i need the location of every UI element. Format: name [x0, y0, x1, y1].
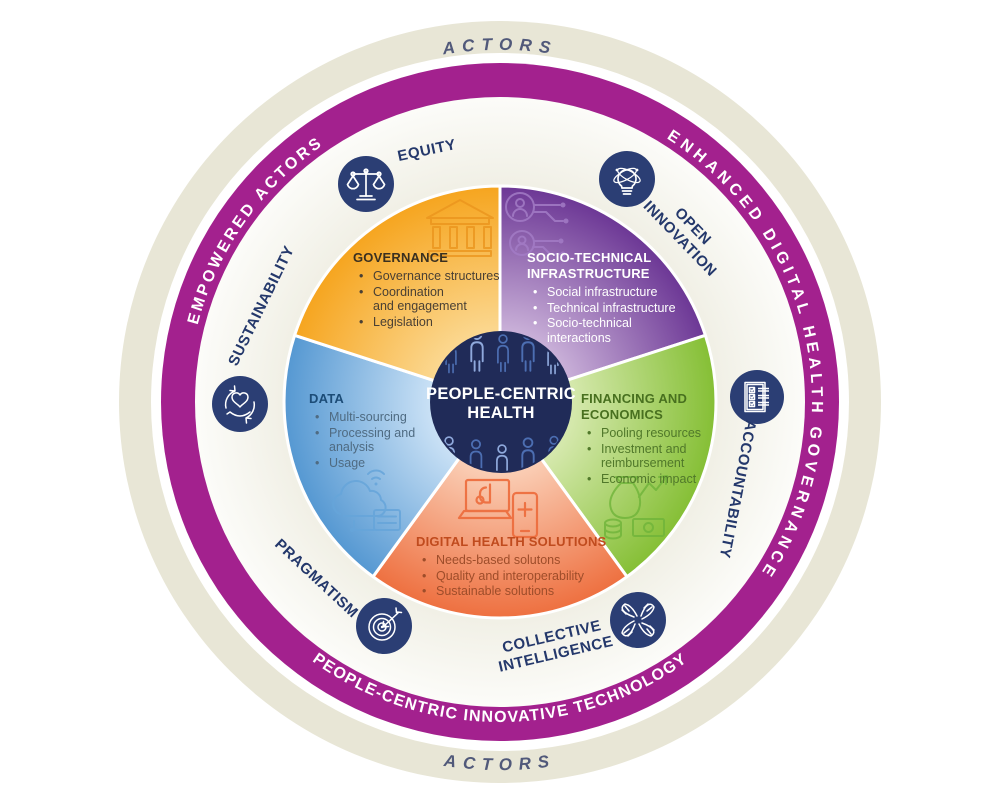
center-label: PEOPLE-CENTRIC HEALTH [426, 385, 576, 422]
bullet-item: Sustainable solutions [422, 584, 601, 599]
target-dart-icon [356, 598, 412, 654]
bullet-item: Multi-sourcing [315, 410, 429, 425]
center-circle [430, 331, 572, 473]
governance-title: GOVERNANCE [353, 250, 449, 265]
bullet-item: Needs-based solutons [422, 553, 601, 568]
bullet-item: Processing and analysis [315, 426, 429, 455]
governance-segment-text: GOVERNANCE Governance structures Coordin… [353, 250, 503, 330]
digital-health-title: DIGITAL HEALTH SOLUTIONS [416, 534, 607, 549]
scales-icon [338, 156, 394, 212]
socio-technical-segment-text: SOCIO-TECHNICAL INFRASTRUCTURE Social in… [527, 250, 687, 346]
bullet-item: Coordination and engagement [359, 285, 503, 314]
financing-title: FINANCING AND ECONOMICS [581, 391, 688, 422]
bullet-item: Social infrastructure [533, 285, 687, 300]
data-bullets: Multi-sourcing Processing and analysis U… [309, 410, 429, 470]
bullet-item: Governance structures [359, 269, 503, 284]
hands-icon [610, 592, 666, 648]
heart-hand-icon [212, 376, 268, 432]
actors-top-label: ACTORS [440, 35, 558, 59]
bank-icon [426, 199, 494, 257]
bullet-item: Technical infrastructure [533, 301, 687, 316]
bullet-item: Investment and reimbursement [587, 442, 716, 471]
financing-bullets: Pooling resources Investment and reimbur… [581, 426, 716, 486]
data-title: DATA [309, 391, 344, 406]
principle-icons [212, 151, 784, 654]
bullet-item: Quality and interoperability [422, 569, 601, 584]
bullet-item: Socio-technical interactions [533, 316, 687, 345]
digital-health-segment-text: DIGITAL HEALTH SOLUTIONS Needs-based sol… [416, 534, 607, 600]
financing-segment-text: FINANCING AND ECONOMICS Pooling resource… [581, 391, 716, 487]
digital-health-bullets: Needs-based solutons Quality and interop… [416, 553, 601, 599]
socio-technical-title: SOCIO-TECHNICAL INFRASTRUCTURE [527, 250, 652, 281]
bullet-item: Legislation [359, 315, 503, 330]
governance-bullets: Governance structures Coordination and e… [353, 269, 503, 329]
socio-technical-bullets: Social infrastructure Technical infrastr… [527, 285, 687, 345]
data-segment-text: DATA Multi-sourcing Processing and analy… [309, 391, 429, 471]
laptop-health-icon [457, 478, 539, 539]
bullet-item: Economic impact [587, 472, 716, 487]
bullet-item: Usage [315, 456, 429, 471]
people-network-icon [505, 192, 569, 257]
lightbulb-atom-icon [599, 151, 655, 207]
bullet-item: Pooling resources [587, 426, 716, 441]
cloud-server-icon [332, 469, 401, 532]
checklist-icon [730, 370, 784, 424]
actors-bottom-label: ACTORS [442, 751, 557, 774]
